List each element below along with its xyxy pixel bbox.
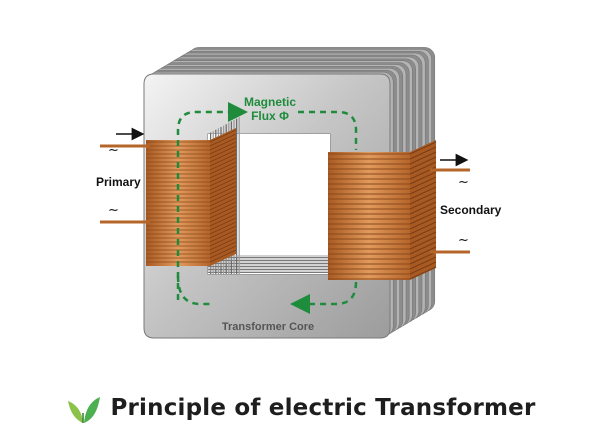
secondary-winding xyxy=(409,196,437,210)
primary-winding xyxy=(209,213,237,227)
magnetic-flux-path-top xyxy=(298,110,358,150)
primary-winding xyxy=(209,217,237,231)
primary-winding xyxy=(209,177,237,191)
secondary-coil-body xyxy=(328,152,410,280)
secondary-winding xyxy=(409,226,437,240)
primary-ac-symbol-top: ~ xyxy=(108,143,119,158)
secondary-winding xyxy=(409,191,437,205)
secondary-winding xyxy=(409,251,437,265)
primary-winding xyxy=(209,221,237,235)
primary-winding xyxy=(209,185,237,199)
secondary-winding xyxy=(409,221,437,235)
caption-row: Principle of electric Transformer xyxy=(60,386,540,430)
secondary-winding xyxy=(409,201,437,215)
secondary-winding xyxy=(409,151,437,165)
secondary-winding xyxy=(409,141,437,155)
primary-coil-side xyxy=(210,128,236,266)
magnetic-flux-label-line2: Flux Φ xyxy=(251,109,289,123)
primary-coil xyxy=(146,128,237,266)
primary-winding xyxy=(209,241,237,255)
primary-winding xyxy=(209,145,237,159)
secondary-winding xyxy=(409,236,437,250)
primary-winding xyxy=(209,165,237,179)
primary-winding xyxy=(209,237,237,251)
secondary-winding xyxy=(409,211,437,225)
secondary-ac-symbol-top: ~ xyxy=(458,175,469,190)
leaf-icon xyxy=(68,397,101,423)
secondary-winding xyxy=(409,256,437,270)
primary-winding xyxy=(209,193,237,207)
secondary-winding xyxy=(409,266,437,280)
primary-coil-body xyxy=(146,140,210,266)
primary-winding xyxy=(209,189,237,203)
core-label: Transformer Core xyxy=(222,321,314,333)
magnetic-flux-label-line1: Magnetic xyxy=(244,95,296,109)
secondary-winding xyxy=(409,231,437,245)
primary-winding xyxy=(209,129,237,143)
primary-winding xyxy=(209,157,237,171)
secondary-winding xyxy=(409,216,437,230)
secondary-label: Secondary xyxy=(440,203,502,217)
primary-winding xyxy=(209,137,237,151)
primary-winding xyxy=(209,169,237,183)
primary-winding xyxy=(209,141,237,155)
primary-winding xyxy=(209,161,237,175)
secondary-winding xyxy=(409,161,437,175)
core-window-depth xyxy=(208,134,330,274)
primary-winding xyxy=(209,225,237,239)
secondary-winding xyxy=(409,261,437,275)
secondary-coil xyxy=(328,140,437,280)
primary-label: Primary xyxy=(96,175,141,189)
magnetic-flux-path xyxy=(176,102,248,300)
magnetic-flux-path-bottom xyxy=(290,281,358,314)
primary-winding xyxy=(209,233,237,247)
secondary-winding xyxy=(409,156,437,170)
secondary-winding xyxy=(409,176,437,190)
secondary-winding xyxy=(409,181,437,195)
secondary-winding xyxy=(409,206,437,220)
primary-winding xyxy=(209,209,237,223)
primary-winding xyxy=(209,133,237,147)
secondary-ac-symbol-bottom: ~ xyxy=(458,233,469,248)
secondary-winding xyxy=(409,246,437,260)
primary-winding xyxy=(209,181,237,195)
diagram-title: Principle of electric Transformer xyxy=(110,395,536,421)
primary-winding xyxy=(209,149,237,163)
secondary-winding xyxy=(409,186,437,200)
secondary-winding xyxy=(409,171,437,185)
primary-ac-symbol-bottom: ~ xyxy=(108,203,119,218)
primary-winding xyxy=(209,249,237,263)
primary-winding xyxy=(209,173,237,187)
magnetic-flux-path-left-bottom xyxy=(176,275,214,306)
primary-winding xyxy=(209,229,237,243)
primary-winding xyxy=(209,201,237,215)
secondary-winding xyxy=(409,146,437,160)
primary-winding xyxy=(209,197,237,211)
primary-winding xyxy=(209,205,237,219)
primary-winding xyxy=(209,245,237,259)
primary-winding xyxy=(209,153,237,167)
secondary-winding xyxy=(409,241,437,255)
